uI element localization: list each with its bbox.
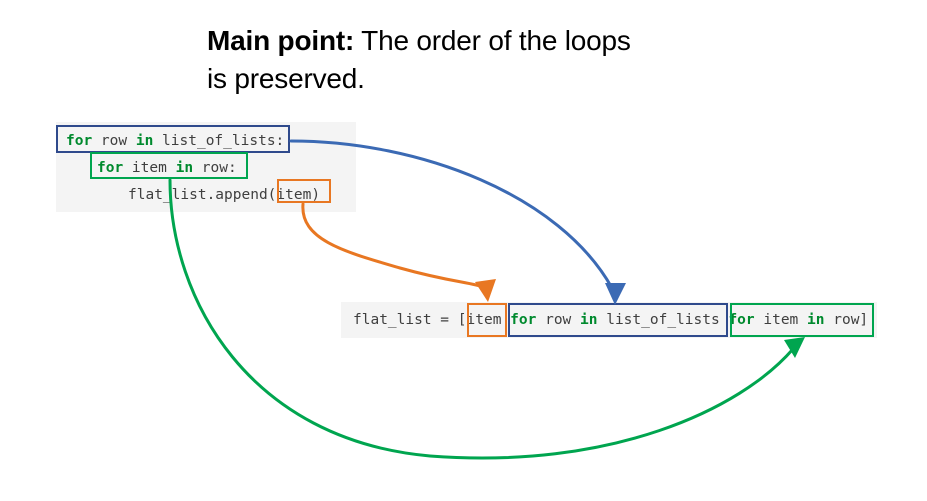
code-text: flat_list = [ — [353, 312, 467, 328]
list-comprehension-code-block: flat_list = [item for row in list_of_lis… — [341, 302, 877, 338]
keyword-in: in — [807, 312, 825, 328]
code-text: row: — [193, 160, 237, 176]
code-text: item — [754, 312, 808, 328]
code-space — [501, 312, 510, 328]
page-title: Main point: The order of the loops is pr… — [207, 22, 807, 98]
code-line-for-row: for row in list_of_lists: — [66, 128, 284, 155]
title-rest: The order of the loops — [354, 25, 631, 56]
item-arrow — [301, 202, 496, 302]
title-lead: Main point: — [207, 25, 355, 56]
keyword-for: for — [97, 160, 124, 176]
code-text: item — [123, 160, 176, 176]
keyword-for: for — [66, 133, 93, 149]
keyword-in: in — [580, 312, 598, 328]
keyword-in: in — [175, 160, 194, 176]
keyword-for: for — [728, 312, 755, 328]
comprehension-item: item — [466, 312, 502, 328]
code-line-append: flat_list.append(item) — [128, 182, 320, 209]
code-line-comprehension: flat_list = [item for row in list_of_lis… — [353, 302, 868, 338]
title-line-2: is preserved. — [207, 63, 365, 94]
code-text: list_of_lists: — [153, 133, 285, 149]
nested-loop-code-block: for row in list_of_lists: for item in ro… — [56, 122, 356, 212]
code-text: ] — [859, 312, 869, 328]
code-text: row — [824, 312, 860, 328]
code-text: row — [536, 312, 581, 328]
keyword-in: in — [135, 133, 154, 149]
keyword-for: for — [510, 312, 537, 328]
code-line-for-item: for item in row: — [97, 155, 237, 182]
code-text: row — [92, 133, 136, 149]
code-text: flat_list.append(item) — [128, 187, 321, 203]
code-text: list_of_lists — [597, 312, 720, 328]
